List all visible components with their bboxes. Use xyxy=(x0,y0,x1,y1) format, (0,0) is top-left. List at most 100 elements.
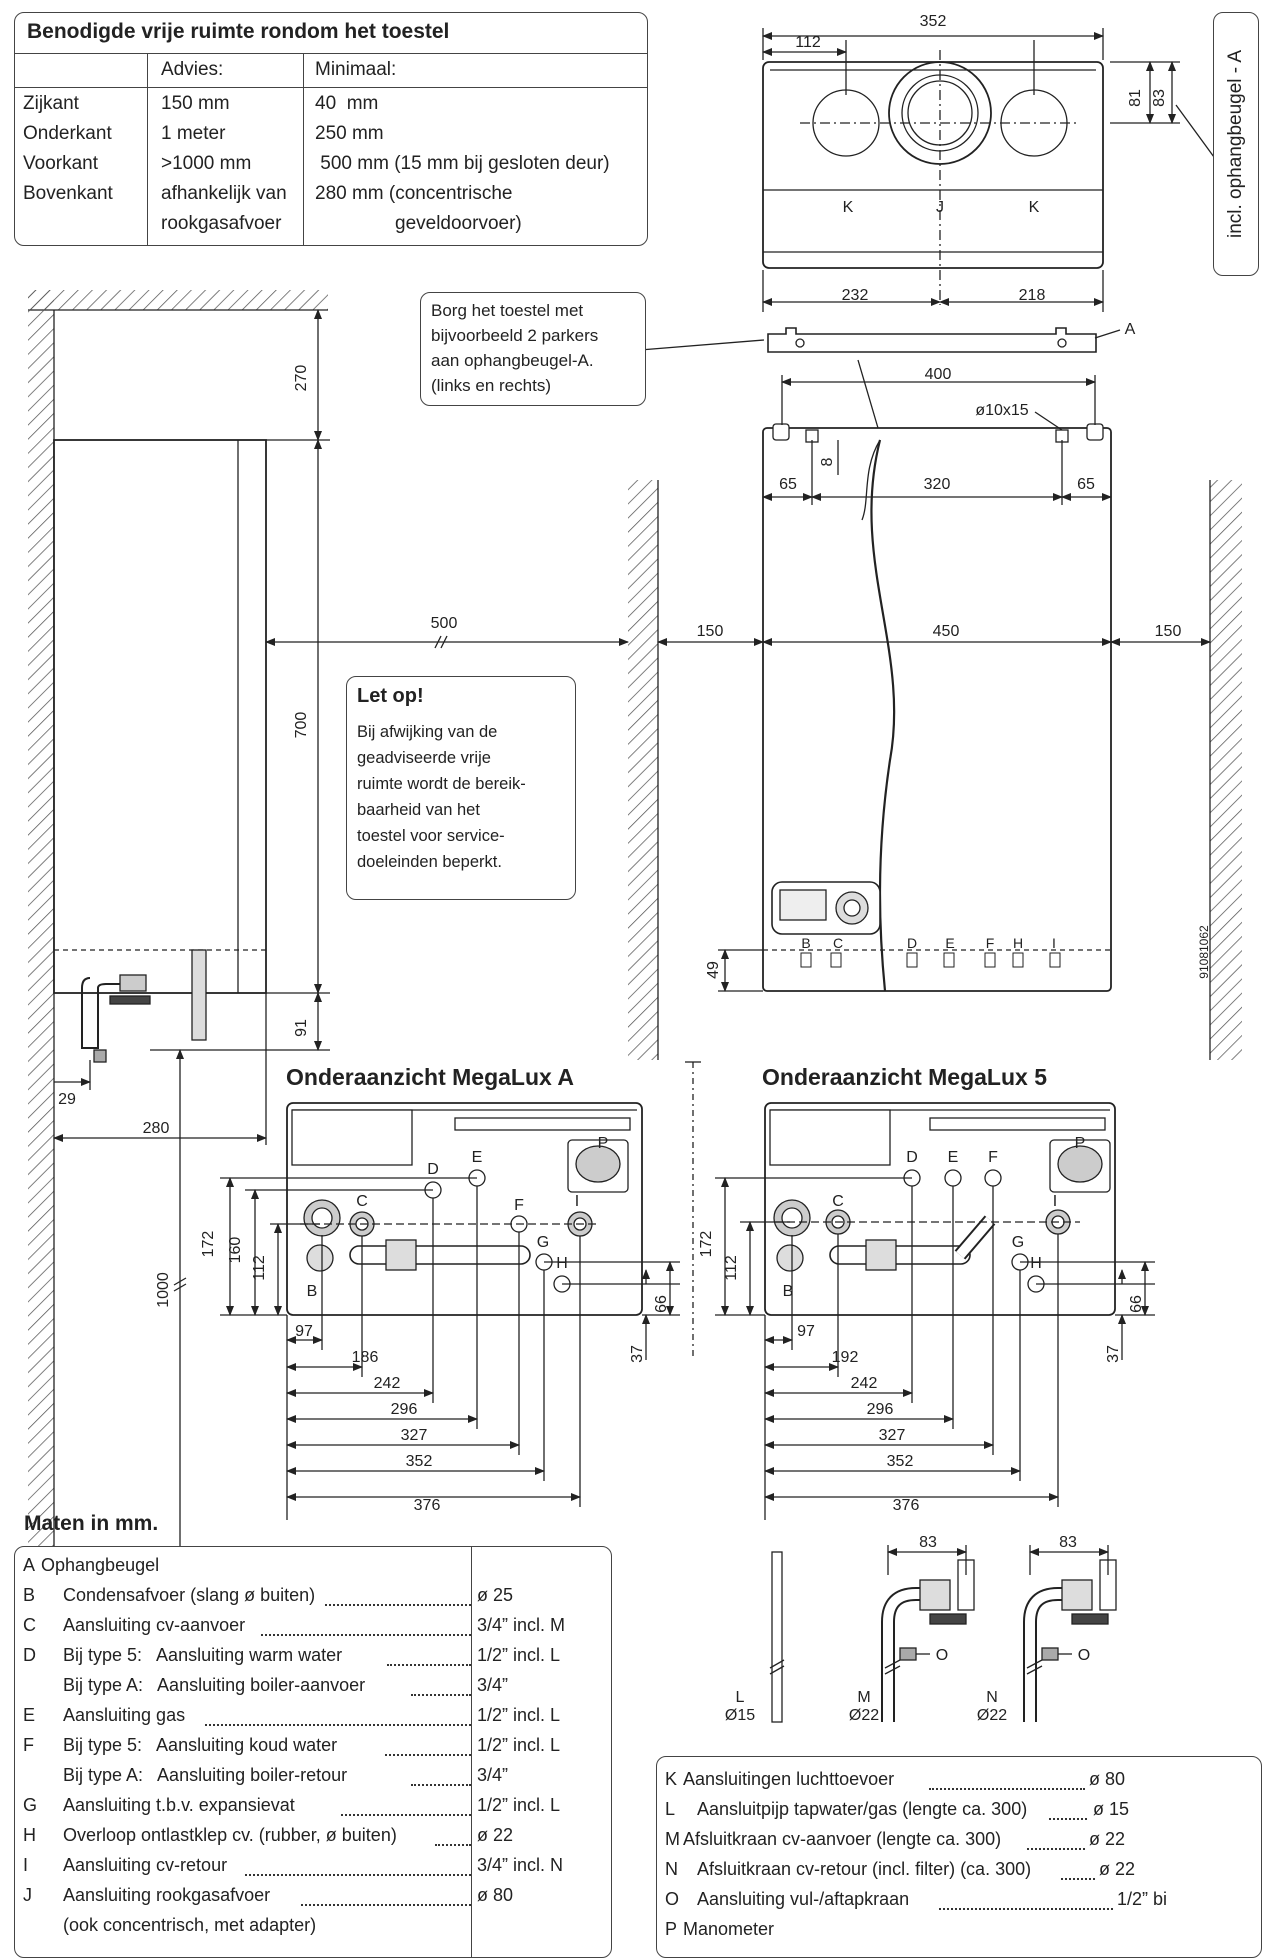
dot-leader xyxy=(1027,1848,1085,1850)
dim-label: 376 xyxy=(893,1497,920,1514)
connection-label: C xyxy=(832,1193,844,1210)
table-cell: rookgasafvoer xyxy=(161,213,282,234)
dim-label: 327 xyxy=(401,1427,428,1444)
right-wall-hatch xyxy=(1210,480,1242,1060)
connection-label: F xyxy=(986,935,995,951)
divider xyxy=(15,87,647,88)
legend-desc: Aansluiting vul-/aftapkraan xyxy=(697,1889,910,1909)
dot-leader xyxy=(411,1784,471,1786)
incl-bracket-text: incl. ophangbeugel - A xyxy=(1225,49,1246,239)
incl-bracket-label: incl. ophangbeugel - A xyxy=(1213,12,1259,276)
table-cell: 250 mm xyxy=(315,123,384,144)
dim-label: 280 xyxy=(143,1120,170,1137)
connection-label: I xyxy=(1052,935,1056,951)
borg-note: Borg het toestel met bijvoorbeeld 2 park… xyxy=(420,292,646,406)
dim-label: 1000 xyxy=(155,1272,172,1308)
legend-value: 1/2” incl. L xyxy=(477,1705,561,1725)
pipe-label: N xyxy=(986,1689,998,1706)
legend-value: 1/2” incl. L xyxy=(477,1795,561,1815)
connection-label: H xyxy=(556,1255,568,1272)
legend-value: ø 22 xyxy=(1089,1829,1126,1849)
connection-label: D xyxy=(427,1161,439,1178)
connection-label: P xyxy=(1075,1135,1086,1152)
dot-leader xyxy=(341,1814,471,1816)
legend-desc: Bij type A: Aansluiting boiler-aanvoer xyxy=(63,1675,366,1695)
connection-label: B xyxy=(783,1283,794,1300)
boiler-front-view xyxy=(762,427,1112,992)
drawing-code: 91081062 xyxy=(1197,925,1211,979)
connection-label: D xyxy=(907,935,917,951)
legend-code: F xyxy=(23,1735,34,1755)
legend-desc: Aansluiting rookgasafvoer xyxy=(63,1885,271,1905)
maten-label: Maten in mm. xyxy=(24,1512,159,1535)
bracket-label: A xyxy=(1125,321,1136,338)
dim-label: 112 xyxy=(723,1255,740,1281)
dim-label: 97 xyxy=(295,1323,313,1340)
table-cell: 40 mm xyxy=(315,93,379,114)
legend-code: M xyxy=(665,1829,680,1849)
note-title: Let op! xyxy=(357,685,424,707)
connection-label: C xyxy=(356,1193,368,1210)
dim-label: 186 xyxy=(352,1349,379,1366)
dim-label: 97 xyxy=(797,1323,815,1340)
dim-label: 172 xyxy=(698,1231,715,1258)
connection-label: B xyxy=(307,1283,318,1300)
pipe-label: O xyxy=(1078,1647,1090,1664)
legend-desc: Aansluitingen luchttoevoer xyxy=(683,1769,895,1789)
connection-label: P xyxy=(598,1135,609,1152)
legend-desc: Manometer xyxy=(683,1919,775,1939)
dot-leader xyxy=(261,1634,471,1636)
legend-value: ø 80 xyxy=(477,1885,514,1905)
connection-label: E xyxy=(945,935,954,951)
divider xyxy=(15,53,647,54)
dim-label: 172 xyxy=(200,1231,217,1258)
legend-value: ø 22 xyxy=(477,1825,514,1845)
connection-label: E xyxy=(472,1149,483,1166)
legend-code: N xyxy=(665,1859,678,1879)
middle-wall-hatch xyxy=(628,480,658,1060)
dim-label: 49 xyxy=(705,961,722,979)
dim-label: 296 xyxy=(391,1401,418,1418)
legend-desc: Condensafvoer (slang ø buiten) xyxy=(63,1585,316,1605)
legend-value: 3/4” xyxy=(477,1675,509,1695)
table-cell: 280 mm (concentrische xyxy=(315,183,513,204)
dim-label: 66 xyxy=(653,1295,670,1313)
connection-label: F xyxy=(514,1197,524,1214)
dot-leader xyxy=(411,1694,471,1696)
dim-label: 8 xyxy=(819,457,836,466)
dim-label: 91 xyxy=(293,1019,310,1037)
legend-value: 1/2” bi xyxy=(1117,1889,1168,1909)
table-cell: afhankelijk van xyxy=(161,183,287,204)
connection-label: D xyxy=(906,1149,918,1166)
dim-label: 242 xyxy=(851,1375,878,1392)
dim-label: 270 xyxy=(293,365,310,392)
dim-label: 352 xyxy=(406,1453,433,1470)
legend-desc: Afsluitkraan cv-aanvoer (lengte ca. 300) xyxy=(683,1829,1002,1849)
pipe-label: O xyxy=(936,1647,948,1664)
note-line: doeleinden beperkt. xyxy=(357,853,502,871)
let-op-note: Let op! Bij afwijking van de geadviseerd… xyxy=(346,676,576,900)
connection-label: I xyxy=(575,1193,579,1210)
dim-label: ø10x15 xyxy=(975,402,1028,419)
dim-label: 400 xyxy=(925,366,952,383)
note-line: Borg het toestel met xyxy=(431,301,584,320)
note-line: Bij afwijking van de xyxy=(357,723,498,741)
dim-label: 83 xyxy=(1059,1534,1077,1551)
pipe-label: L xyxy=(736,1689,745,1706)
legend-code: O xyxy=(665,1889,680,1909)
note-line: bijvoorbeeld 2 parkers xyxy=(431,326,599,345)
dot-leader xyxy=(385,1754,471,1756)
dot-leader xyxy=(1061,1878,1095,1880)
dot-leader xyxy=(205,1724,471,1726)
dim-label: 218 xyxy=(1019,287,1046,304)
dot-leader xyxy=(301,1904,471,1906)
dim-label: 112 xyxy=(251,1255,268,1281)
dim-label: 37 xyxy=(1105,1345,1122,1363)
legend-desc: Bij type A: Aansluiting boiler-retour xyxy=(63,1765,348,1785)
connection-label: H xyxy=(1013,935,1023,951)
legend-code: I xyxy=(23,1855,29,1875)
note-line: geadviseerde vrije xyxy=(357,749,491,767)
dim-label: 112 xyxy=(795,34,821,51)
legend-value: 3/4” incl. N xyxy=(477,1855,564,1875)
legend-value: 1/2” incl. L xyxy=(477,1645,561,1665)
